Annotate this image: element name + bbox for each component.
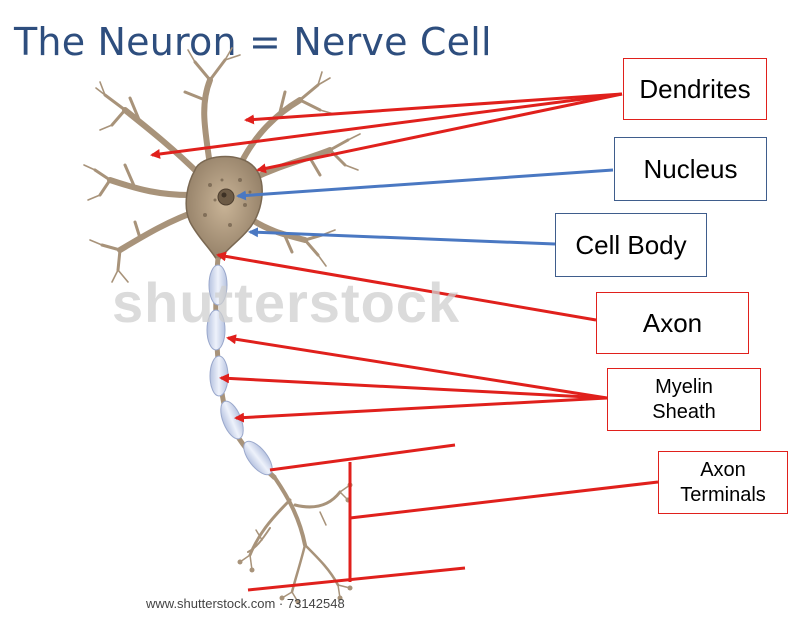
cell-body-label: Cell Body: [555, 213, 707, 277]
axon-terminals-label-line2: Terminals: [680, 483, 766, 508]
cell-body: [186, 156, 262, 262]
myelin-sheath-pointers: [221, 338, 607, 418]
myelin-sheath-label-line2: Sheath: [652, 400, 715, 425]
axon-label: Axon: [596, 292, 749, 354]
axon-terminals-bracket: [248, 445, 658, 590]
image-credit: www.shutterstock.com · 73142548: [146, 596, 345, 611]
myelin-sheath-label-line1: Myelin: [655, 375, 713, 400]
dendrites-label: Dendrites: [623, 58, 767, 120]
myelin-sheath-label: Myelin Sheath: [607, 368, 761, 431]
watermark: shutterstock: [112, 270, 460, 335]
axon-terminals-label-line1: Axon: [700, 458, 746, 483]
axon-terminals-label: Axon Terminals: [658, 451, 788, 514]
nucleus: [218, 189, 234, 205]
axon-label-text: Axon: [643, 307, 702, 340]
cell-body-label-text: Cell Body: [575, 229, 686, 262]
dendrites-label-text: Dendrites: [639, 73, 750, 106]
nucleus-label: Nucleus: [614, 137, 767, 201]
nucleus-label-text: Nucleus: [644, 153, 738, 186]
nucleus-pointer: [238, 170, 613, 196]
